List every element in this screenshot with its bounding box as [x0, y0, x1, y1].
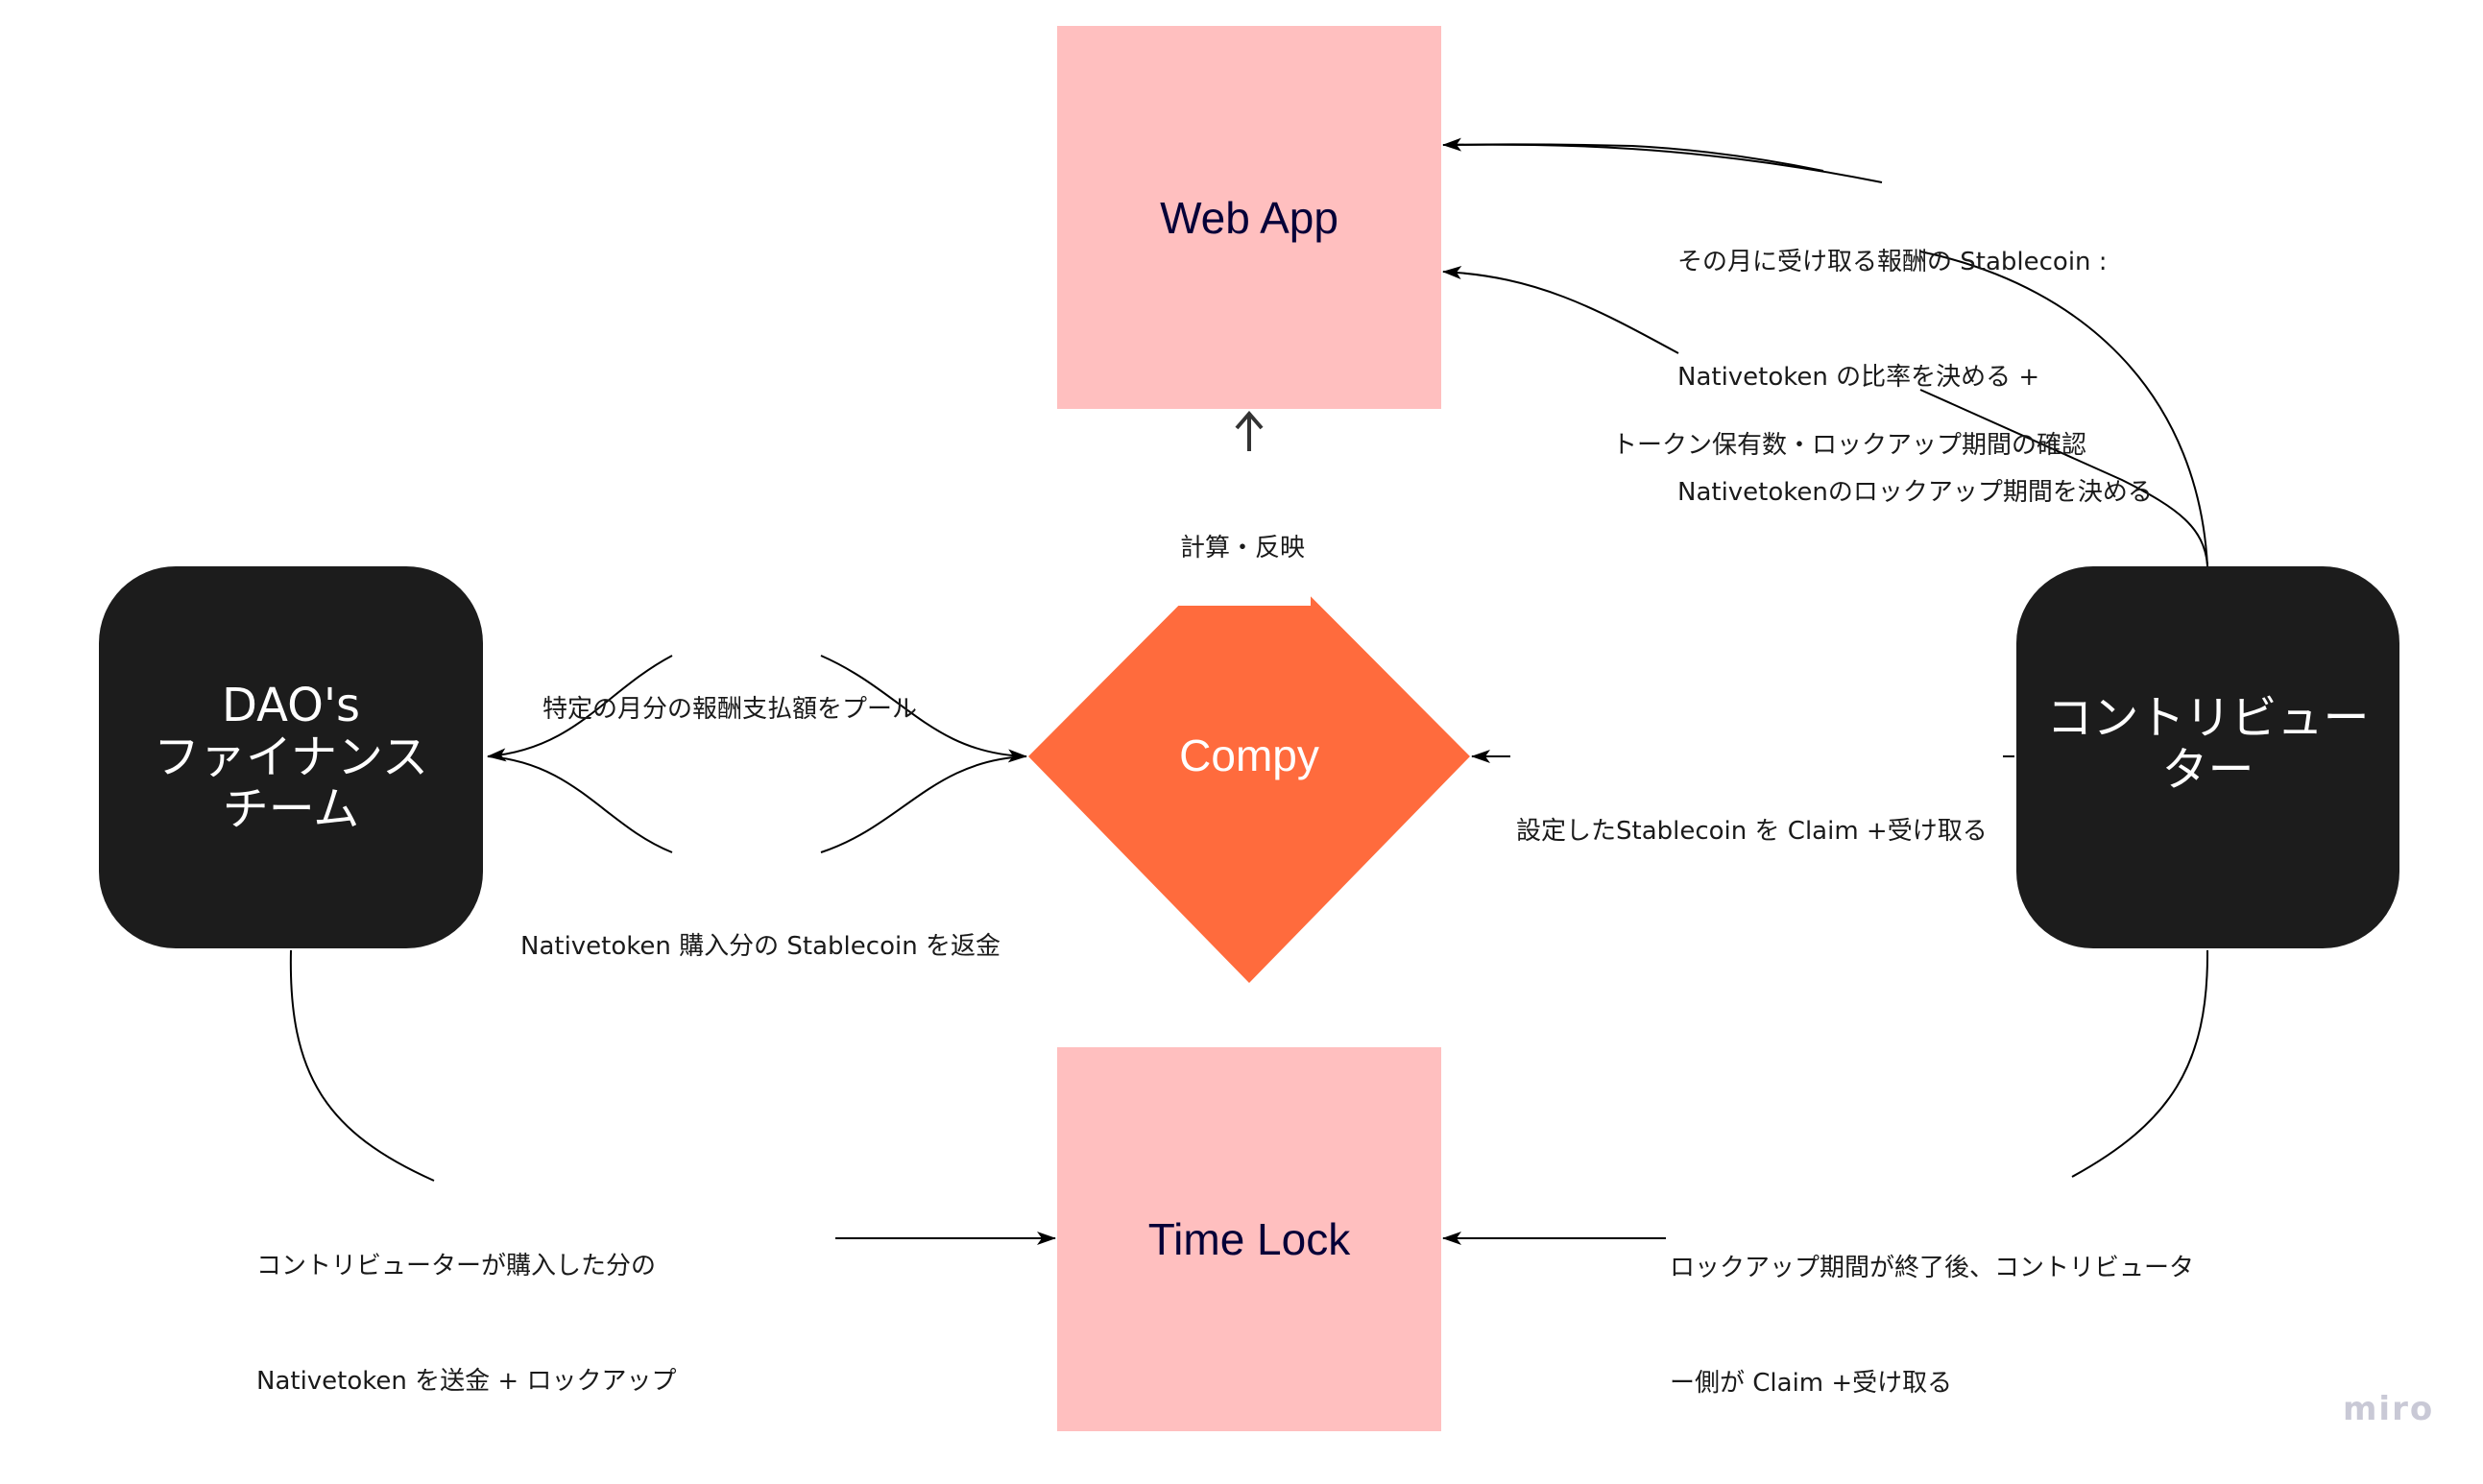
edge-label-ratio-line-1: その月に受け取る報酬の Stablecoin :	[1677, 248, 2108, 276]
contributor-node[interactable]: コントリビュー ター	[2016, 566, 2399, 948]
contributor-label: コントリビュー ター	[2046, 691, 2370, 797]
edge-contributor-webapp-ratio-head	[1442, 137, 1633, 152]
compy-diamond[interactable]	[1028, 535, 1470, 983]
dao-finance-label: DAO's ファイナンス チーム	[153, 679, 429, 836]
edge-label-unlock-claim: ロックアップ期間が終了後、コントリビュータ ー側が Claim +受け取る	[1670, 1172, 2194, 1441]
time-lock-label: Time Lock	[1147, 1214, 1351, 1264]
edge-label-calc-line-1: 計算・反映	[1180, 534, 1306, 562]
dao-finance-node[interactable]: DAO's ファイナンス チーム	[99, 566, 483, 948]
web-app-node[interactable]: Web App	[1057, 26, 1441, 409]
edge-contributor-webapp-ratio-tail	[1631, 145, 1824, 172]
edge-contributor-webapp-check[interactable]	[1919, 389, 2208, 565]
miro-watermark-logo: miro	[2343, 1390, 2435, 1428]
edge-label-pool: 特定の月分の報酬支払額をプール	[542, 613, 917, 767]
edge-label-send-lock-line-2: Nativetoken を送金 + ロックアップ	[256, 1367, 677, 1396]
edge-label-pool-line-1: 特定の月分の報酬支払額をプール	[542, 695, 918, 724]
edge-label-check-line-1: トークン保有数・ロックアップ期間の確認	[1612, 431, 2087, 460]
web-app-label: Web App	[1160, 192, 1338, 243]
edge-contributor-webapp-check-head	[1442, 265, 1679, 354]
time-lock-node[interactable]: Time Lock	[1057, 1047, 1441, 1431]
compy-label: Compy	[1179, 730, 1319, 780]
edge-label-check: トークン保有数・ロックアップ期間の確認	[1612, 349, 2086, 503]
edge-label-claim: 設定したStablecoin を Claim +受け取る	[1516, 735, 1988, 889]
edge-label-send-lock-line-1: コントリビューターが購入した分の	[256, 1252, 657, 1281]
edge-dao-compy-pool[interactable]	[487, 655, 673, 762]
edge-label-send-lock: コントリビューターが購入した分の Nativetoken を送金 + ロックアッ…	[256, 1170, 676, 1439]
edge-label-unlock-claim-line-2: ー側が Claim +受け取る	[1670, 1369, 1953, 1398]
edge-label-ratio: その月に受け取る報酬の Stablecoin : Nativetoken の比率…	[1677, 166, 2153, 550]
edge-compy-dao-refund-right	[820, 755, 1027, 853]
edge-contributor-timelock[interactable]	[2071, 949, 2209, 1178]
edge-label-claim-line-1: 設定したStablecoin を Claim +受け取る	[1516, 817, 1988, 846]
edge-label-calc: 計算・反映	[1174, 452, 1312, 606]
edge-label-unlock-claim-line-1: ロックアップ期間が終了後、コントリビュータ	[1670, 1254, 2195, 1282]
edge-dao-timelock[interactable]	[289, 949, 435, 1182]
edge-label-ratio-line-2: Nativetoken の比率を決める +	[1677, 363, 2040, 392]
edge-compy-dao-refund[interactable]	[487, 755, 673, 853]
edge-label-refund-line-1: Nativetoken 購入分の Stablecoin を返金	[520, 932, 1000, 961]
edge-label-ratio-line-3: Nativetokenのロックアップ期間を決める	[1677, 478, 2153, 507]
edge-label-refund: Nativetoken 購入分の Stablecoin を返金	[520, 850, 1000, 1004]
edge-dao-compy-pool-right	[820, 655, 1027, 763]
